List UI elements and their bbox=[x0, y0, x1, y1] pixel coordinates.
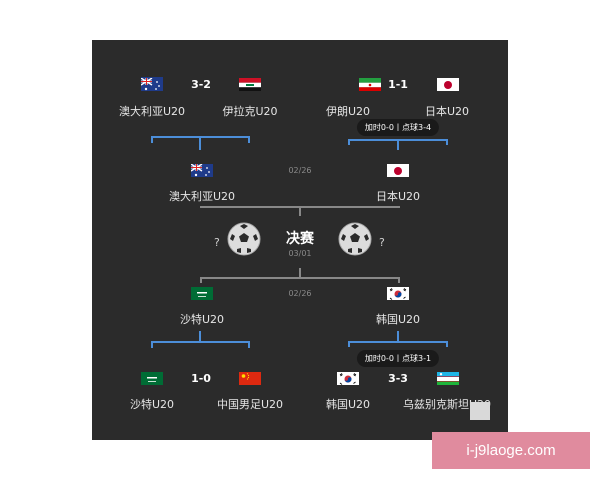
watermark: i-j9laoge.com bbox=[432, 432, 590, 469]
match-score: 1-0 bbox=[191, 372, 211, 385]
bracket-line bbox=[200, 277, 202, 283]
penalty-note: 加时0-0丨点球3-4 bbox=[356, 119, 440, 136]
bracket-line bbox=[348, 341, 448, 343]
bracket-line bbox=[299, 206, 301, 216]
final-title: 决赛 bbox=[286, 231, 314, 247]
team-name: 澳大利亚U20 bbox=[168, 190, 236, 203]
australia-flag-icon bbox=[191, 163, 213, 177]
match-score: 3-2 bbox=[191, 78, 211, 91]
team-name: 韩国U20 bbox=[375, 313, 421, 326]
match-date: 02/26 bbox=[288, 166, 312, 175]
iraq-flag-icon bbox=[239, 77, 261, 91]
team-name: 伊朗U20 bbox=[325, 105, 371, 118]
soccer-ball-icon bbox=[227, 222, 261, 256]
blur-overlay bbox=[470, 402, 490, 420]
penalty-note: 加时0-0丨点球3-1 bbox=[356, 350, 440, 367]
final-right-team: ? bbox=[379, 236, 385, 249]
match-score: 1-1 bbox=[388, 78, 408, 91]
japan-flag-icon bbox=[437, 77, 459, 91]
korea-flag-icon bbox=[387, 286, 409, 300]
team-name: 中国男足U20 bbox=[216, 398, 284, 411]
china-flag-icon bbox=[239, 371, 261, 385]
team-name: 沙特U20 bbox=[129, 398, 175, 411]
bracket-line bbox=[348, 139, 350, 145]
bracket-line bbox=[199, 136, 201, 150]
uzbekistan-flag-icon bbox=[437, 371, 459, 385]
match-date: 02/26 bbox=[288, 289, 312, 298]
team-name: 韩国U20 bbox=[325, 398, 371, 411]
bracket-line bbox=[200, 277, 400, 279]
bracket-line bbox=[248, 341, 250, 348]
bracket-panel: 3-2 澳大利亚U20 伊拉克U20 1-1 伊朗U20 日本U20 加时0-0… bbox=[92, 40, 508, 440]
match-score: 3-3 bbox=[388, 372, 408, 385]
bracket-line bbox=[397, 331, 399, 342]
bracket-line bbox=[299, 268, 301, 278]
saudi-flag-icon bbox=[141, 371, 163, 385]
team-name: 日本U20 bbox=[424, 105, 470, 118]
team-name: 澳大利亚U20 bbox=[118, 105, 186, 118]
saudi-flag-icon bbox=[191, 286, 213, 300]
japan-flag-icon bbox=[387, 163, 409, 177]
bracket-line bbox=[446, 139, 448, 145]
bracket-line bbox=[348, 341, 350, 347]
iran-flag-icon bbox=[359, 77, 381, 91]
soccer-ball-icon bbox=[338, 222, 372, 256]
team-name: 沙特U20 bbox=[179, 313, 225, 326]
bracket-line bbox=[199, 331, 201, 342]
bracket-line bbox=[151, 341, 250, 343]
bracket-line bbox=[151, 136, 153, 143]
final-date: 03/01 bbox=[288, 249, 312, 258]
bracket-line bbox=[398, 277, 400, 283]
bracket-line bbox=[397, 139, 399, 150]
final-left-team: ? bbox=[214, 236, 220, 249]
australia-flag-icon bbox=[141, 77, 163, 91]
team-name: 伊拉克U20 bbox=[222, 105, 278, 118]
bracket-line bbox=[151, 341, 153, 348]
korea-flag-icon bbox=[337, 371, 359, 385]
bracket-line bbox=[248, 136, 250, 143]
bracket-line bbox=[446, 341, 448, 347]
team-name: 乌兹别克斯坦U20 bbox=[402, 398, 492, 411]
team-name: 日本U20 bbox=[375, 190, 421, 203]
